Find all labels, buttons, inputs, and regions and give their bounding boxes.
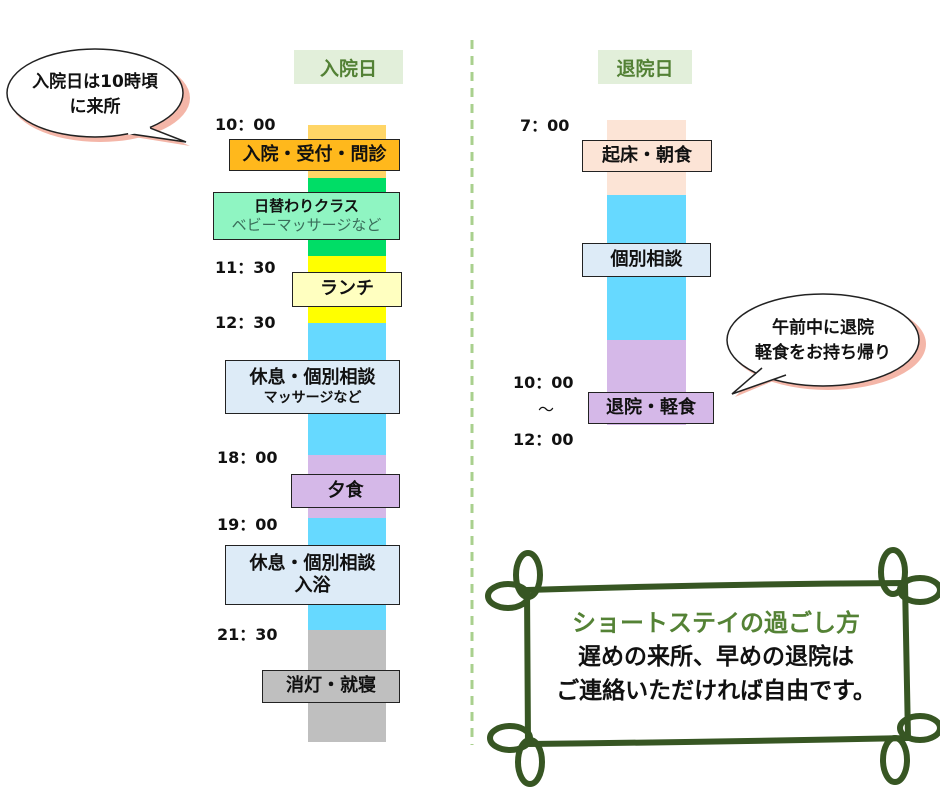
time-label: 10：00 [513, 373, 574, 392]
event-title: 入院・受付・問診 [242, 143, 387, 165]
note-box: ショートステイの過ごし方 遅めの来所、早めの退院は ご連絡いただければ自由です。 [530, 606, 902, 708]
time-label: 18：00 [217, 448, 278, 467]
event-rest-consult: 休息・個別相談マッサージなど [225, 360, 400, 414]
event-lunch: ランチ [292, 272, 402, 307]
right-speech-bubble [726, 293, 926, 397]
event-admission: 入院・受付・問診 [229, 139, 400, 171]
event-title: 退院・軽食 [606, 396, 696, 418]
bubble-line: 軽食をお持ち帰り [755, 342, 891, 363]
admission-day-header: 入院日 [294, 50, 403, 84]
time-range-tilde: ～ [538, 400, 555, 419]
event-daily-class: 日替わりクラスベビーマッサージなど [213, 192, 400, 240]
note-title: ショートステイの過ごし方 [572, 609, 860, 637]
note-line-1: 遅めの来所、早めの退院は [578, 644, 854, 670]
time-label: 12：00 [513, 430, 574, 449]
discharge-day-header: 退院日 [598, 50, 692, 84]
time-label: 19：00 [217, 515, 278, 534]
left-bubble-text: 入院日は10時頃に来所 [10, 70, 180, 119]
event-title-2: 入浴 [294, 575, 331, 596]
note-frame [485, 547, 940, 787]
event-title: ランチ [320, 278, 374, 300]
event-title: 休息・個別相談 [249, 552, 376, 574]
time-label: 11：30 [215, 258, 276, 277]
event-dinner: 夕食 [291, 474, 400, 508]
event-title: 個別相談 [610, 248, 683, 270]
left-speech-bubble [6, 48, 190, 146]
event-discharge-snack: 退院・軽食 [588, 392, 714, 424]
time-label: 10：00 [215, 115, 276, 134]
event-title: 夕食 [327, 479, 364, 501]
note-line-2: ご連絡いただければ自由です。 [556, 678, 876, 704]
event-rest-bath: 休息・個別相談入浴 [225, 545, 400, 605]
event-title: 消灯・就寝 [286, 675, 376, 697]
right-bubble-text: 午前中に退院軽食をお持ち帰り [730, 316, 916, 365]
bubble-line: 午前中に退院 [772, 318, 874, 338]
event-title: 日替わりクラス [254, 197, 359, 216]
time-label: 21：30 [217, 625, 278, 644]
time-label: 7：00 [520, 116, 570, 135]
time-label: 12：30 [215, 313, 276, 332]
event-subtitle: マッサージなど [263, 389, 362, 406]
event-consult: 個別相談 [582, 243, 711, 277]
event-title: 休息・個別相談 [249, 367, 376, 388]
event-title: 起床・朝食 [602, 144, 692, 166]
event-wake-breakfast: 起床・朝食 [582, 140, 712, 172]
event-lights-out: 消灯・就寝 [262, 670, 400, 703]
bubble-line: に来所 [69, 96, 121, 117]
bubble-line: 入院日は10時頃 [32, 72, 158, 92]
event-subtitle: ベビーマッサージなど [231, 216, 382, 234]
